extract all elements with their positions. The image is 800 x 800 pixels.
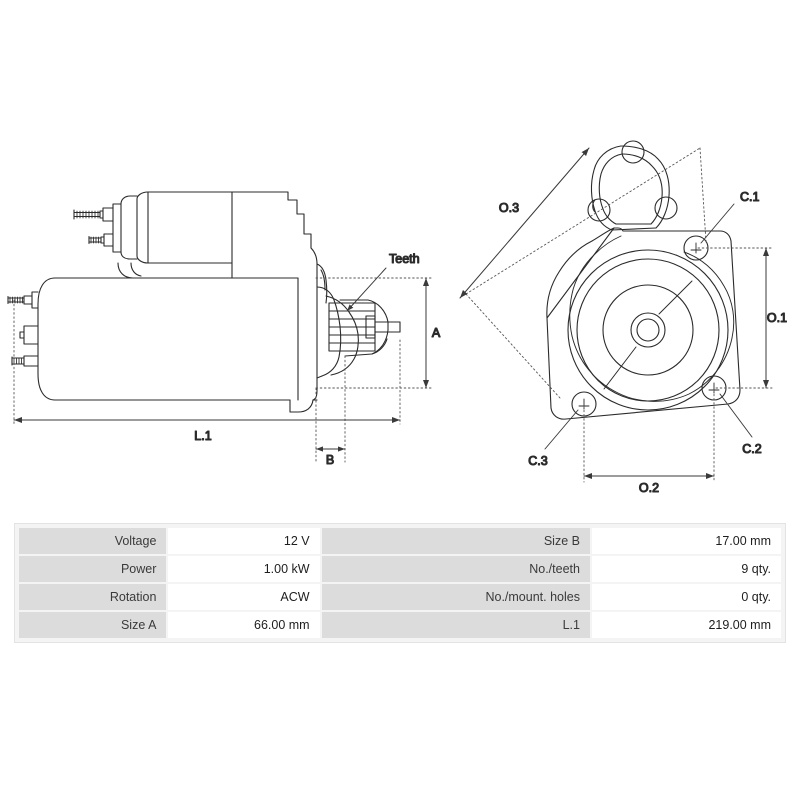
solenoid-bolt-holes [587,140,678,222]
housing-inner-circle [576,258,720,402]
dimension-B-label: B [326,453,334,467]
specification-table: Voltage 12 V Size B 17.00 mm Power 1.00 … [17,526,783,640]
dimension-O2: O.2 [583,473,715,496]
end-view-ribs [603,280,693,390]
pinion-teeth [328,302,401,352]
table-row: Size A 66.00 mm L.1 219.00 mm [19,612,781,638]
spec-label-size-a: Size A [19,612,167,638]
solenoid-hole-right [654,196,678,220]
end-housing-body [546,227,741,420]
dimension-O3: O.3 [459,147,590,299]
solenoid-body [112,191,233,264]
solenoid-hole-left [587,198,611,222]
solenoid-end-profile [590,145,670,231]
table-row: Rotation ACW No./mount. holes 0 qty. [19,584,781,610]
spec-label-power: Power [19,556,167,582]
shaft-circle [636,318,660,342]
spec-value-power: 1.00 kW [168,556,320,582]
callout-C3-label: C.3 [528,454,548,468]
callout-C1: C.1 [700,189,760,244]
teeth-callout: Teeth [346,251,420,312]
technical-drawing-canvas: A L.1 B Teeth [7,140,788,496]
callout-C2-label: C.2 [742,442,762,456]
drawing-svg: A L.1 B Teeth [7,140,788,496]
mounting-holes [571,235,727,417]
dimension-O3-label: O.3 [499,201,519,215]
solenoid-hole-top [621,140,645,164]
side-view-group: A L.1 B Teeth [7,191,441,468]
specification-table-frame: Voltage 12 V Size B 17.00 mm Power 1.00 … [14,523,786,643]
bearing-boss-circle [602,284,694,376]
spec-label-no-teeth: No./teeth [321,556,590,582]
table-row: Voltage 12 V Size B 17.00 mm [19,528,781,554]
specification-table-container: Voltage 12 V Size B 17.00 mm Power 1.00 … [14,523,786,643]
motor-housing [37,191,318,413]
spec-value-no-mount-holes: 0 qty. [591,584,781,610]
spec-value-no-teeth: 9 qty. [591,556,781,582]
dimension-L1-label: L.1 [194,429,211,443]
spec-label-l1: L.1 [321,612,590,638]
table-row: Power 1.00 kW No./teeth 9 qty. [19,556,781,582]
teeth-callout-label: Teeth [389,252,420,266]
spec-value-l1: 219.00 mm [591,612,781,638]
side-view-extension-lines [13,277,433,463]
dimension-A-label: A [432,326,441,340]
spec-label-size-b: Size B [321,528,590,554]
solenoid-mount-bracket [117,262,144,279]
housing-outer-circle [567,249,729,411]
end-view-group: O.1 O.2 O.3 C.1 [459,140,788,496]
drive-end-flange [316,263,328,304]
dimension-O1: O.1 [763,247,788,389]
callout-C1-label: C.1 [740,190,760,204]
end-view-concentric-circles [567,249,729,411]
spec-value-voltage: 12 V [168,528,320,554]
spec-label-voltage: Voltage [19,528,167,554]
spec-label-rotation: Rotation [19,584,167,610]
spec-label-no-mount-holes: No./mount. holes [321,584,590,610]
callout-C2: C.2 [719,393,762,457]
callout-C3: C.3 [528,409,579,469]
spec-value-size-a: 66.00 mm [168,612,320,638]
dimension-L1: L.1 [13,417,401,444]
solenoid-terminals [73,207,114,247]
shaft-hub-circle [630,312,666,348]
rear-bolts [7,291,39,367]
spec-value-size-b: 17.00 mm [591,528,781,554]
dimension-O2-label: O.2 [639,481,659,495]
dimension-B: B [315,446,346,468]
dimension-O1-label: O.1 [767,311,787,325]
dimension-A: A [423,277,441,389]
spec-value-rotation: ACW [168,584,320,610]
